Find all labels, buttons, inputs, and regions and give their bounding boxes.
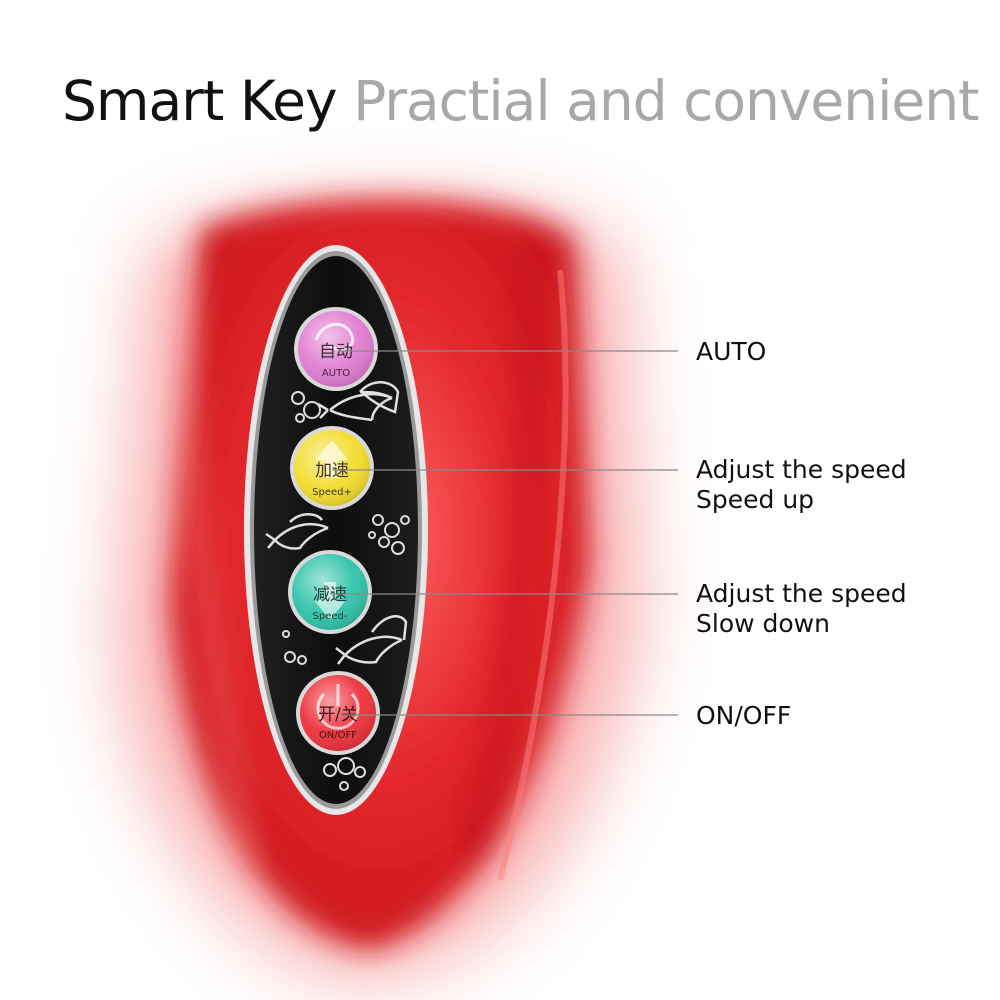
button-slow-down[interactable]: 减速 Speed- <box>288 550 372 634</box>
button-slow-down-en: Speed- <box>313 611 348 622</box>
button-auto[interactable]: 自动 AUTO <box>294 307 378 391</box>
button-auto-en: AUTO <box>322 368 350 379</box>
button-auto-cn: 自动 <box>319 342 353 362</box>
button-speed-up-en: Speed+ <box>312 487 352 498</box>
button-speed-up[interactable]: 加速 Speed+ <box>290 426 374 510</box>
headline-light: Practial and convenient <box>353 69 980 133</box>
callout-auto: AUTO <box>696 337 766 367</box>
dolphin-icon <box>317 381 400 422</box>
button-on-off[interactable]: 开/关 ON/OFF <box>296 671 380 755</box>
callout-on-off: ON/OFF <box>696 701 791 731</box>
callout-auto-line-1: AUTO <box>696 337 767 366</box>
headline: Smart Key Practial and convenient <box>62 74 980 129</box>
headline-bold: Smart Key <box>62 69 338 133</box>
button-on-off-en: ON/OFF <box>319 730 357 741</box>
callout-slow-down-line-1: Adjust the speed <box>696 579 907 608</box>
button-speed-up-cn: 加速 <box>315 461 349 481</box>
callout-speed-up-line-2: Speed up <box>696 485 815 514</box>
callout-slow-down: Adjust the speed Slow down <box>696 579 907 639</box>
button-slow-down-cn: 减速 <box>313 585 347 605</box>
dolphin-icon <box>335 615 408 665</box>
callout-speed-up-line-1: Adjust the speed <box>696 455 907 484</box>
callout-speed-up: Adjust the speed Speed up <box>696 455 907 515</box>
callout-on-off-line-1: ON/OFF <box>696 701 792 730</box>
callout-slow-down-line-2: Slow down <box>696 609 830 638</box>
callout-lines <box>330 350 678 716</box>
bubbles-icon <box>282 391 410 791</box>
dolphin-icon <box>265 513 329 550</box>
